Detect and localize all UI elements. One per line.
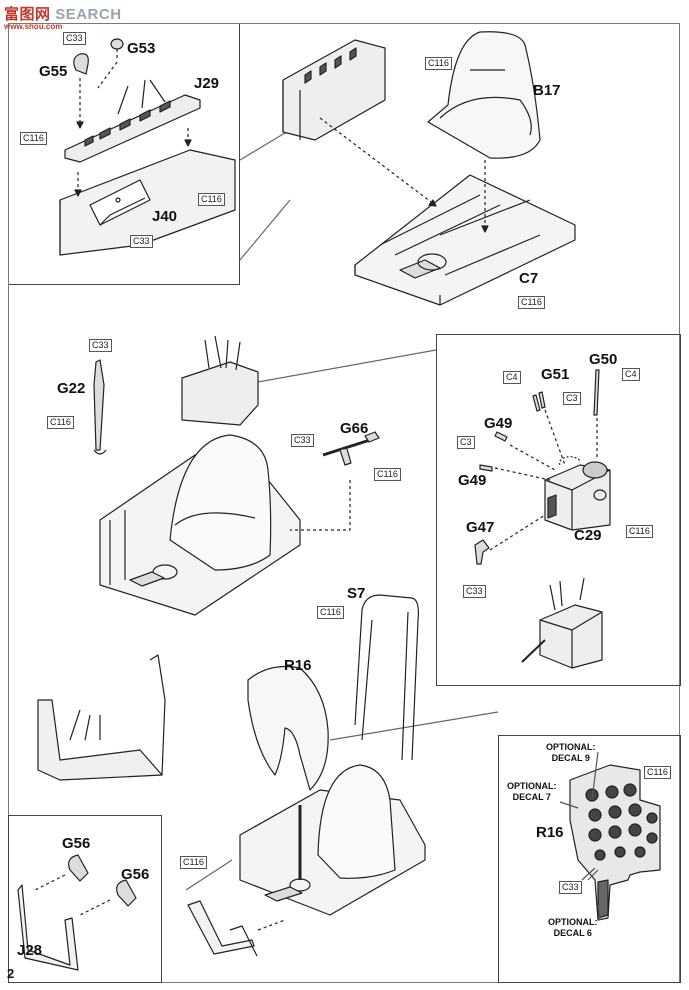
part-label: G55 <box>39 63 68 80</box>
part-j28 <box>17 884 79 971</box>
part-side-console-left <box>37 654 166 781</box>
part-g55 <box>73 53 89 129</box>
part-j40-console <box>59 149 236 256</box>
connector-line <box>239 199 291 261</box>
part-g56a <box>68 854 89 882</box>
paint-code-tag: C116 <box>374 468 401 481</box>
page-frame <box>8 23 680 983</box>
part-label: J28 <box>17 942 43 959</box>
paint-code-tag: C116 <box>47 416 74 429</box>
part-label: C29 <box>574 527 602 544</box>
part-label: S7 <box>347 585 366 602</box>
part-label: J40 <box>152 208 178 225</box>
paint-code-tag: C3 <box>563 392 581 405</box>
optional-decal-note: OPTIONAL: DECAL 6 <box>548 917 598 938</box>
paint-code-tag: C116 <box>644 766 671 779</box>
paint-code-tag: C116 <box>198 193 225 206</box>
part-pedals-assembled <box>187 900 286 957</box>
connector-line <box>257 349 437 383</box>
paint-code-tag: C33 <box>291 434 314 447</box>
part-label: G53 <box>127 40 156 57</box>
paint-code-tag: C33 <box>89 339 112 352</box>
page-number: 2 <box>7 966 15 981</box>
part-c29 <box>544 456 611 531</box>
connector-line <box>239 129 291 161</box>
optional-decal-note: OPTIONAL: DECAL 9 <box>546 742 596 763</box>
panel-rudder-frame <box>8 815 162 983</box>
part-g66 <box>322 431 380 466</box>
part-r16-armor <box>247 665 329 791</box>
paint-code-tag: C116 <box>518 296 545 309</box>
paint-code-tag: C33 <box>463 585 486 598</box>
part-r16-instrument-panel <box>569 764 661 921</box>
part-label: R16 <box>284 657 312 674</box>
paint-code-tag: C116 <box>180 856 207 869</box>
optional-decal-note: OPTIONAL: DECAL 7 <box>507 781 557 802</box>
paint-code-tag: C116 <box>626 525 653 538</box>
part-b17-seat <box>427 31 541 159</box>
part-g49a <box>494 431 508 442</box>
part-label: R16 <box>536 824 564 841</box>
part-g47 <box>474 539 490 565</box>
paint-code-tag: C4 <box>622 368 640 381</box>
part-g50 <box>593 369 600 416</box>
part-s7-frame <box>354 594 419 761</box>
part-label: G51 <box>541 366 570 383</box>
part-g49b <box>479 464 493 472</box>
part-control-box-assembled <box>521 577 603 669</box>
watermark-brand: SEARCH <box>55 6 122 23</box>
part-label: G49 <box>484 415 513 432</box>
part-label: G56 <box>62 835 91 852</box>
part-j29-panel <box>64 79 201 163</box>
watermark: 富图网 SEARCH <box>4 3 122 24</box>
part-g56b <box>116 879 137 907</box>
paint-code-tag: C116 <box>20 132 47 145</box>
part-label: J29 <box>194 75 220 92</box>
part-label: G66 <box>340 420 369 437</box>
panel-instrument-frame <box>498 735 681 983</box>
part-label: G49 <box>458 472 487 489</box>
part-control-box <box>181 335 259 426</box>
part-label: G22 <box>57 380 86 397</box>
part-label: G47 <box>466 519 495 536</box>
part-label: B17 <box>533 82 561 99</box>
paint-code-tag: C33 <box>63 32 86 45</box>
watermark-prefix: 富图网 <box>4 6 51 23</box>
part-g22-stick <box>93 359 107 455</box>
part-c7-floor <box>354 174 576 306</box>
paint-code-tag: C3 <box>457 436 475 449</box>
part-label: G56 <box>121 866 150 883</box>
paint-code-tag: C33 <box>130 235 153 248</box>
part-label: C7 <box>519 270 539 287</box>
part-g51 <box>532 391 546 412</box>
watermark-subtext: www.shou.com <box>4 22 63 31</box>
part-g53 <box>97 38 124 89</box>
part-label: G50 <box>589 351 618 368</box>
paint-code-tag: C116 <box>425 57 452 70</box>
connector-line <box>185 859 233 891</box>
part-cockpit-assembly <box>99 434 301 616</box>
panel-control-frame <box>436 334 681 686</box>
paint-code-tag: C116 <box>317 606 344 619</box>
part-cockpit-final <box>239 764 426 916</box>
paint-code-tag: C4 <box>503 371 521 384</box>
paint-code-tag: C33 <box>559 881 582 894</box>
part-side-console-right <box>282 39 386 141</box>
